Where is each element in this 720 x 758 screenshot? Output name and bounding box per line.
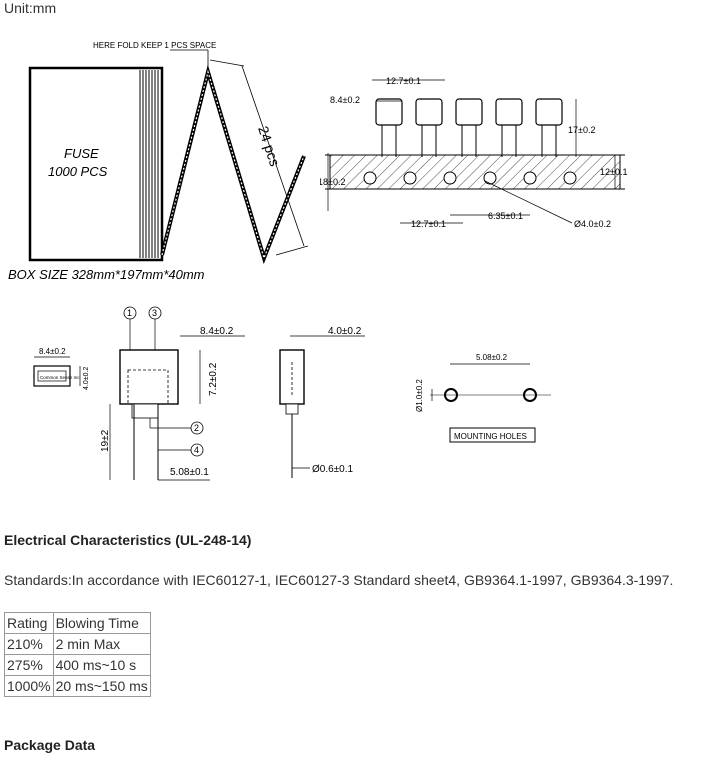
top-view-label: Common Sense Inc xyxy=(40,375,80,380)
table-cell: 400 ms~10 s xyxy=(52,654,151,676)
dim-body-width: 8.4±0.2 xyxy=(330,95,360,105)
tape-reel-drawing: 12.7±0.1 8.4±0.2 17±0.2 18±0.2 12±0.1 12… xyxy=(320,76,627,229)
mounting-holes-label-box xyxy=(449,427,536,443)
callout-1: 1 xyxy=(127,308,132,318)
box-packaging-drawing: HERE FOLD KEEP 1 PCS SPACE FUSE 1000 PCS… xyxy=(8,41,309,282)
front-lead-length: 19±2 xyxy=(100,429,111,452)
fuse-dimension-drawing: Common Sense Inc 8.4±0.2 4.0±0.2 1 3 8.4… xyxy=(33,306,551,481)
dim-lead-spacing: 6.35±0.1 xyxy=(488,211,523,221)
side-view-width: 4.0±0.2 xyxy=(328,326,362,337)
table-header: Rating xyxy=(4,612,54,634)
dim-pitch-bottom: 12.7±0.1 xyxy=(411,219,446,229)
table-cell: 2 min Max xyxy=(52,633,151,655)
unit-label: Unit:mm xyxy=(4,0,57,16)
mounting-holes-label: MOUNTING HOLES xyxy=(454,432,527,441)
dim-pitch-top: 12.7±0.1 xyxy=(386,76,421,86)
package-data-title: Package Data xyxy=(4,737,96,753)
side-wire-diameter: Ø0.6±0.1 xyxy=(312,464,354,475)
electrical-title: Electrical Characteristics (UL-248-14) xyxy=(4,532,252,548)
front-lead-pitch: 5.08±0.1 xyxy=(170,467,209,478)
carrier-tape xyxy=(329,154,621,190)
front-view-width: 8.4±0.2 xyxy=(200,326,234,337)
table-header: Blowing Time xyxy=(52,612,151,634)
dim-tape-width: 18±0.2 xyxy=(320,177,345,187)
sprocket-holes xyxy=(363,171,577,185)
dim-hole-diameter: Ø4.0±0.2 xyxy=(574,219,611,229)
hole-pitch: 5.08±0.2 xyxy=(476,353,508,362)
table-cell: 275% xyxy=(4,654,54,676)
stacked-tape-edges xyxy=(139,70,159,258)
box-size-label: BOX SIZE 328mm*197mm*40mm xyxy=(8,267,205,282)
table-cell: 210% xyxy=(4,633,54,655)
top-view-height: 4.0±0.2 xyxy=(83,367,90,390)
table-row: 1000% 20 ms~150 ms xyxy=(4,675,151,697)
folded-tape xyxy=(160,64,306,265)
box-text-fuse: FUSE xyxy=(64,146,99,161)
callout-4: 4 xyxy=(194,445,199,455)
table-cell: 1000% xyxy=(4,675,54,697)
table-row: 275% 400 ms~10 s xyxy=(4,654,151,676)
dim-height: 17±0.2 xyxy=(568,125,595,135)
fold-note: HERE FOLD KEEP 1 PCS SPACE xyxy=(93,41,216,50)
top-view-width: 8.4±0.2 xyxy=(39,347,66,356)
box-text-pcs: 1000 PCS xyxy=(48,164,108,179)
table-header-row: Rating Blowing Time xyxy=(4,612,151,634)
blowing-time-table: Rating Blowing Time 210% 2 min Max 275% … xyxy=(4,612,151,697)
table-row: 210% 2 min Max xyxy=(4,633,151,655)
front-view-body xyxy=(119,349,179,405)
pcs-per-fold-label: 24 pcs xyxy=(255,124,283,168)
callout-2: 2 xyxy=(194,423,199,433)
taped-fuses xyxy=(375,98,563,126)
dim-hole-offset: 12±0.1 xyxy=(600,167,627,177)
callout-3: 3 xyxy=(152,308,157,318)
hole-diameter: Ø1.0±0.2 xyxy=(415,379,424,412)
standards-text: Standards:In accordance with IEC60127-1,… xyxy=(4,572,674,588)
front-view-height: 7.2±0.2 xyxy=(208,362,219,396)
table-cell: 20 ms~150 ms xyxy=(52,675,151,697)
